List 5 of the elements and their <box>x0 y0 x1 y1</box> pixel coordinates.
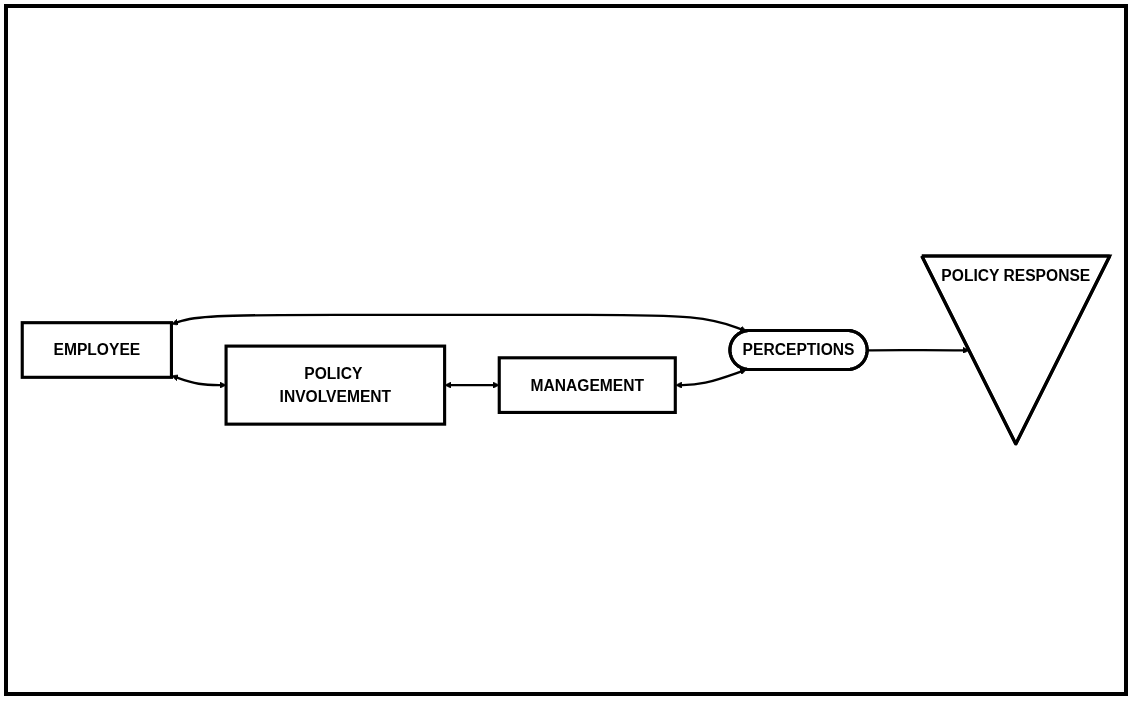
node-box <box>497 356 677 414</box>
arrow <box>171 313 747 333</box>
node-box <box>20 321 173 379</box>
diagram-frame: EMPLOYEE POLICY INVOLVEMENT MANAGEMENT PERCEPTIONS POLICY RESPONSE <box>4 4 1128 696</box>
node-box <box>224 344 447 426</box>
